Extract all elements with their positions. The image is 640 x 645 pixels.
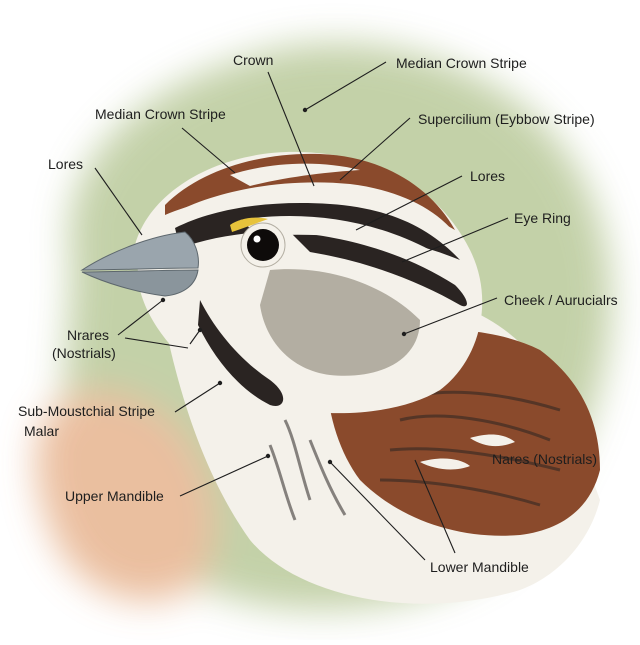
leader-sub-moustachial: [174, 382, 221, 413]
label-sub-moustachial-line1: Sub-Moustchial Stripe: [18, 403, 155, 419]
label-supercilium: Supercilium (Eybbow Stripe): [418, 111, 595, 127]
label-lores-right: Lores: [470, 168, 505, 184]
label-cheek: Cheek / Aurucialrs: [504, 292, 618, 308]
label-crown: Crown: [233, 52, 273, 68]
leader-nares-right: [414, 459, 456, 554]
dot-lower-mandible: [327, 459, 333, 465]
dot-nares-left: [160, 297, 166, 303]
leader-crown: [267, 71, 315, 187]
leader-nares-left-a: [117, 299, 164, 336]
label-nares-left-line1: Nrares: [67, 327, 109, 343]
leader-lines: [94, 61, 509, 561]
label-eye-ring: Eye Ring: [514, 210, 571, 226]
leader-supercilium: [339, 117, 411, 181]
dot-median-crown-top: [302, 107, 308, 113]
leader-median-crown-left: [181, 127, 236, 174]
dot-nares-left-b: [197, 327, 203, 333]
leader-lores-right: [355, 175, 463, 231]
label-nares-right: Nares (Nostrials): [492, 451, 597, 467]
leader-lower-mandible: [329, 461, 426, 561]
dot-cheek: [401, 331, 407, 337]
leader-eye-ring: [401, 217, 509, 263]
leader-cheek: [403, 297, 498, 335]
label-upper-mandible: Upper Mandible: [65, 488, 164, 504]
leader-lores-left: [94, 167, 143, 236]
leader-upper-mandible: [179, 455, 269, 497]
labels: Crown Median Crown Stripe Median Crown S…: [18, 52, 618, 575]
bird-illustration: [80, 151, 600, 604]
label-median-crown-stripe-top: Median Crown Stripe: [396, 55, 527, 71]
label-lower-mandible: Lower Mandible: [430, 559, 529, 575]
leader-median-crown-top: [304, 61, 387, 111]
label-nares-left-line2: (Nostrials): [52, 345, 116, 361]
leader-nares-left-c: [189, 329, 201, 345]
label-lores-left: Lores: [48, 156, 83, 172]
dot-sub-moustachial: [217, 380, 223, 386]
label-median-crown-stripe-left: Median Crown Stripe: [95, 106, 226, 122]
leader-nares-left-b: [124, 337, 189, 349]
dot-upper-mandible: [265, 453, 271, 459]
label-sub-moustachial-line2: Malar: [24, 423, 59, 439]
